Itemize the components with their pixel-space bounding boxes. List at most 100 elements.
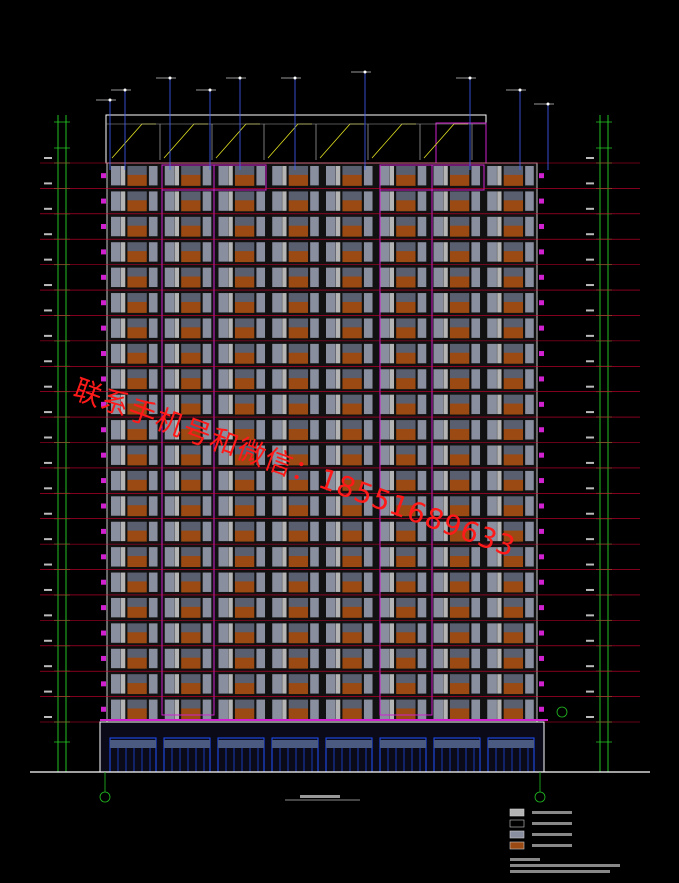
balcony bbox=[396, 504, 416, 517]
side-marker bbox=[101, 401, 106, 407]
wall-panel bbox=[389, 572, 395, 592]
wall-panel bbox=[443, 216, 448, 237]
balcony bbox=[127, 377, 147, 390]
wall-panel bbox=[497, 648, 502, 669]
side-marker bbox=[101, 274, 106, 280]
window bbox=[363, 394, 373, 415]
window bbox=[148, 547, 158, 567]
window-upper bbox=[288, 242, 309, 252]
balcony bbox=[503, 276, 524, 288]
window bbox=[256, 216, 266, 237]
window-upper bbox=[181, 521, 201, 531]
side-marker bbox=[539, 401, 544, 407]
window bbox=[218, 267, 229, 288]
window bbox=[148, 470, 158, 491]
wall-panel bbox=[497, 343, 502, 364]
balcony bbox=[288, 301, 309, 313]
balcony bbox=[342, 708, 362, 720]
window bbox=[310, 674, 319, 694]
window bbox=[363, 597, 373, 618]
window bbox=[433, 420, 444, 440]
window bbox=[417, 496, 427, 516]
window bbox=[256, 318, 266, 338]
wall-panel bbox=[282, 496, 287, 516]
window-upper bbox=[181, 699, 201, 709]
wall-panel bbox=[497, 623, 502, 643]
wall-panel bbox=[443, 623, 448, 643]
window bbox=[218, 699, 229, 719]
wall-panel bbox=[443, 597, 448, 618]
window bbox=[256, 572, 266, 592]
window bbox=[326, 216, 336, 237]
side-marker bbox=[101, 198, 106, 204]
window bbox=[218, 420, 229, 440]
window bbox=[111, 496, 121, 516]
window-upper bbox=[181, 420, 201, 429]
window bbox=[202, 547, 212, 567]
window bbox=[326, 648, 336, 669]
window-upper bbox=[449, 394, 470, 404]
window bbox=[525, 623, 534, 643]
leader-dot bbox=[518, 88, 522, 92]
leader-dot bbox=[546, 102, 550, 106]
window bbox=[433, 216, 444, 237]
window bbox=[148, 445, 158, 465]
balcony bbox=[342, 682, 362, 695]
window bbox=[310, 369, 319, 389]
window-upper bbox=[234, 597, 255, 607]
window bbox=[310, 191, 319, 211]
window bbox=[379, 674, 390, 694]
window bbox=[202, 470, 212, 491]
wall-panel bbox=[335, 318, 341, 338]
balcony bbox=[396, 657, 416, 669]
window bbox=[487, 496, 497, 516]
wall-panel bbox=[335, 674, 341, 694]
window-upper bbox=[449, 166, 470, 175]
wall-panel bbox=[120, 242, 126, 262]
window-upper bbox=[181, 623, 201, 633]
side-marker bbox=[101, 605, 106, 611]
window-upper bbox=[396, 420, 416, 429]
wall-panel bbox=[120, 648, 126, 669]
leader-dot bbox=[293, 76, 297, 80]
window bbox=[379, 369, 390, 389]
window-upper bbox=[234, 166, 255, 175]
balcony bbox=[127, 301, 147, 313]
window bbox=[256, 648, 266, 669]
window-upper bbox=[234, 242, 255, 252]
window-upper bbox=[342, 623, 362, 633]
icon-wall bbox=[509, 819, 525, 828]
wall-panel bbox=[174, 699, 180, 719]
window-upper bbox=[127, 521, 147, 531]
window bbox=[256, 470, 266, 491]
balcony bbox=[342, 479, 362, 491]
side-marker bbox=[101, 630, 106, 636]
level-mark bbox=[44, 436, 52, 439]
balcony bbox=[342, 453, 362, 466]
window bbox=[417, 369, 427, 389]
balcony bbox=[181, 631, 201, 644]
balcony bbox=[181, 352, 201, 364]
wall-panel bbox=[497, 496, 502, 516]
wall-panel bbox=[228, 394, 233, 415]
icon-window bbox=[509, 808, 525, 817]
window bbox=[433, 674, 444, 694]
wall-panel bbox=[120, 445, 126, 465]
window bbox=[148, 293, 158, 313]
balcony bbox=[396, 301, 416, 313]
wall-panel bbox=[389, 445, 395, 465]
balcony bbox=[449, 580, 470, 593]
window bbox=[471, 521, 481, 542]
wall-panel bbox=[228, 445, 233, 465]
window bbox=[525, 648, 534, 669]
side-marker bbox=[539, 655, 544, 661]
window-upper bbox=[503, 597, 524, 607]
window bbox=[148, 496, 158, 516]
window bbox=[363, 648, 373, 669]
side-marker bbox=[101, 528, 106, 534]
balcony bbox=[127, 530, 147, 542]
window-upper bbox=[396, 216, 416, 226]
balcony bbox=[181, 708, 201, 720]
balcony bbox=[396, 428, 416, 440]
window bbox=[164, 648, 175, 669]
